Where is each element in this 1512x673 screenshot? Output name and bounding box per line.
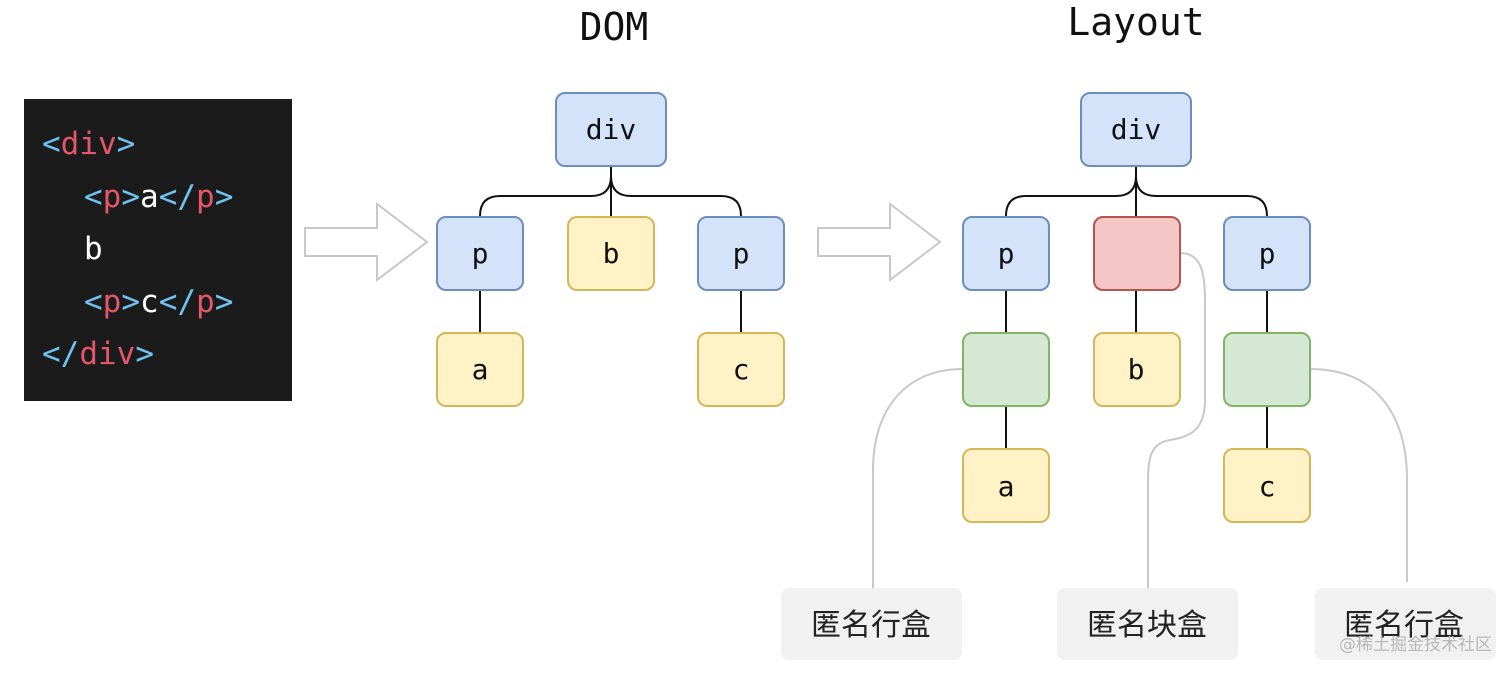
callout-anonymous-line-box-left-label: 匿名行盒 — [811, 608, 931, 643]
layout-node-div-box — [1080, 92, 1192, 167]
layout-node-div: div — [1080, 92, 1192, 167]
dom-node-div: div — [555, 92, 667, 167]
layout-node-anon-block-box — [1093, 216, 1181, 291]
layout-node-p2-box — [1223, 216, 1311, 291]
callout-anonymous-line-box-left: 匿名行盒 — [781, 588, 962, 660]
callout-anonymous-line-box-right-label: 匿名行盒 — [1344, 608, 1464, 643]
callout-anonymous-line-box-right: 匿名行盒 — [1315, 588, 1496, 660]
dom-edge-div-p1 — [479, 166, 612, 217]
code-panel-background — [24, 99, 292, 401]
callout-anonymous-block-box-bg — [1057, 588, 1238, 660]
dom-node-div-label: div — [586, 113, 637, 146]
dom-node-p1-box — [436, 216, 524, 291]
layout-node-a-label: a — [998, 470, 1015, 503]
code-line-5: </div> — [42, 336, 154, 372]
dom-node-p2: p — [697, 216, 785, 291]
dom-node-div-box — [555, 92, 667, 167]
layout-title: Layout — [1067, 0, 1204, 44]
layout-node-anon-block — [1093, 216, 1181, 291]
dom-node-p1: p — [436, 216, 524, 291]
dom-node-a-label: a — [472, 353, 489, 386]
leader-anon-line-left — [872, 368, 964, 588]
dom-node-b-box — [567, 216, 655, 291]
layout-node-c-box — [1223, 448, 1311, 523]
dom-node-c-label: c — [733, 353, 750, 386]
layout-tree-edges — [1005, 166, 1268, 448]
layout-node-b: b — [1093, 332, 1181, 407]
dom-node-a: a — [436, 332, 524, 407]
layout-node-a-box — [962, 448, 1050, 523]
layout-node-c-label: c — [1259, 470, 1276, 503]
layout-node-p1-box — [962, 216, 1050, 291]
layout-node-anon-line-2-box — [1223, 332, 1311, 407]
callout-anonymous-line-box-right-bg — [1315, 588, 1496, 660]
layout-node-anon-line-2 — [1223, 332, 1311, 407]
dom-title: DOM — [580, 5, 649, 49]
arrow-code-to-dom — [304, 201, 429, 283]
callout-anonymous-block-box: 匿名块盒 — [1057, 588, 1238, 660]
layout-node-p1: p — [962, 216, 1050, 291]
layout-edge-div-p1 — [1005, 166, 1137, 217]
layout-edge-div-p2 — [1135, 166, 1268, 217]
layout-tree: div p p b a c — [962, 92, 1311, 523]
dom-node-b: b — [567, 216, 655, 291]
layout-node-b-box — [1093, 332, 1181, 407]
dom-edge-div-p2 — [610, 166, 742, 217]
dom-tree-edges — [479, 166, 742, 332]
dom-node-p1-label: p — [472, 237, 489, 270]
layout-node-p2: p — [1223, 216, 1311, 291]
dom-node-a-box — [436, 332, 524, 407]
layout-node-b-label: b — [1128, 353, 1145, 386]
code-line-3: b — [84, 231, 103, 267]
code-line-2: <p>a</p> — [84, 179, 233, 215]
dom-node-c: c — [697, 332, 785, 407]
dom-tree: div p b p a c — [436, 92, 785, 407]
code-line-4: <p>c</p> — [84, 284, 233, 320]
callout-anonymous-line-box-left-bg — [781, 588, 962, 660]
leader-anon-line-right — [1309, 368, 1408, 582]
layout-node-c: c — [1223, 448, 1311, 523]
layout-node-anon-line-1 — [962, 332, 1050, 407]
dom-node-c-box — [697, 332, 785, 407]
leader-anon-block — [1147, 252, 1206, 588]
callout-anonymous-block-box-label: 匿名块盒 — [1087, 608, 1207, 643]
layout-node-p1-label: p — [998, 237, 1015, 270]
arrow-dom-to-layout — [817, 201, 942, 283]
layout-node-p2-label: p — [1259, 237, 1276, 270]
dom-node-b-label: b — [603, 237, 620, 270]
dom-node-p2-label: p — [733, 237, 750, 270]
code-panel: <div> <p>a</p> b <p>c</p> </div> — [24, 99, 292, 401]
code-line-1: <div> — [42, 126, 135, 162]
callouts: 匿名行盒 匿名块盒 匿名行盒 — [781, 588, 1496, 660]
layout-node-a: a — [962, 448, 1050, 523]
dom-node-p2-box — [697, 216, 785, 291]
watermark: @稀土掘金技术社区 — [1339, 635, 1492, 655]
callout-leaders — [872, 252, 1408, 588]
layout-node-div-label: div — [1111, 113, 1162, 146]
layout-node-anon-line-1-box — [962, 332, 1050, 407]
